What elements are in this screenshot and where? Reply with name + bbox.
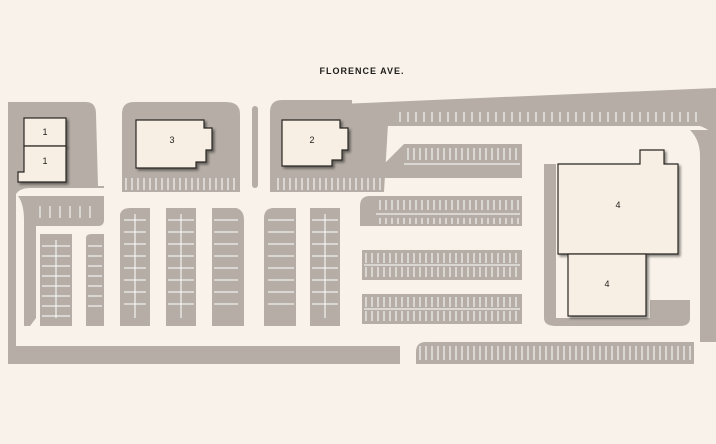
street-label: FLORENCE AVE. — [319, 66, 404, 76]
building-1b[interactable] — [17, 145, 67, 183]
parking-stripes-center — [124, 214, 338, 318]
parking-stripes-right — [364, 163, 520, 310]
parking-section-left — [36, 198, 104, 326]
building-label-4a: 4 — [615, 200, 620, 210]
building-3[interactable] — [135, 119, 213, 169]
building-label-4b: 4 — [604, 279, 609, 289]
building-label-1b: 1 — [42, 156, 47, 166]
building-2[interactable] — [281, 119, 349, 167]
building-4b[interactable] — [567, 253, 647, 317]
building-label-3: 3 — [169, 135, 174, 145]
building-label-2: 2 — [309, 135, 314, 145]
building-1a[interactable] — [23, 117, 67, 147]
parking-section-bottom — [8, 346, 400, 364]
building-label-1a: 1 — [42, 127, 47, 137]
